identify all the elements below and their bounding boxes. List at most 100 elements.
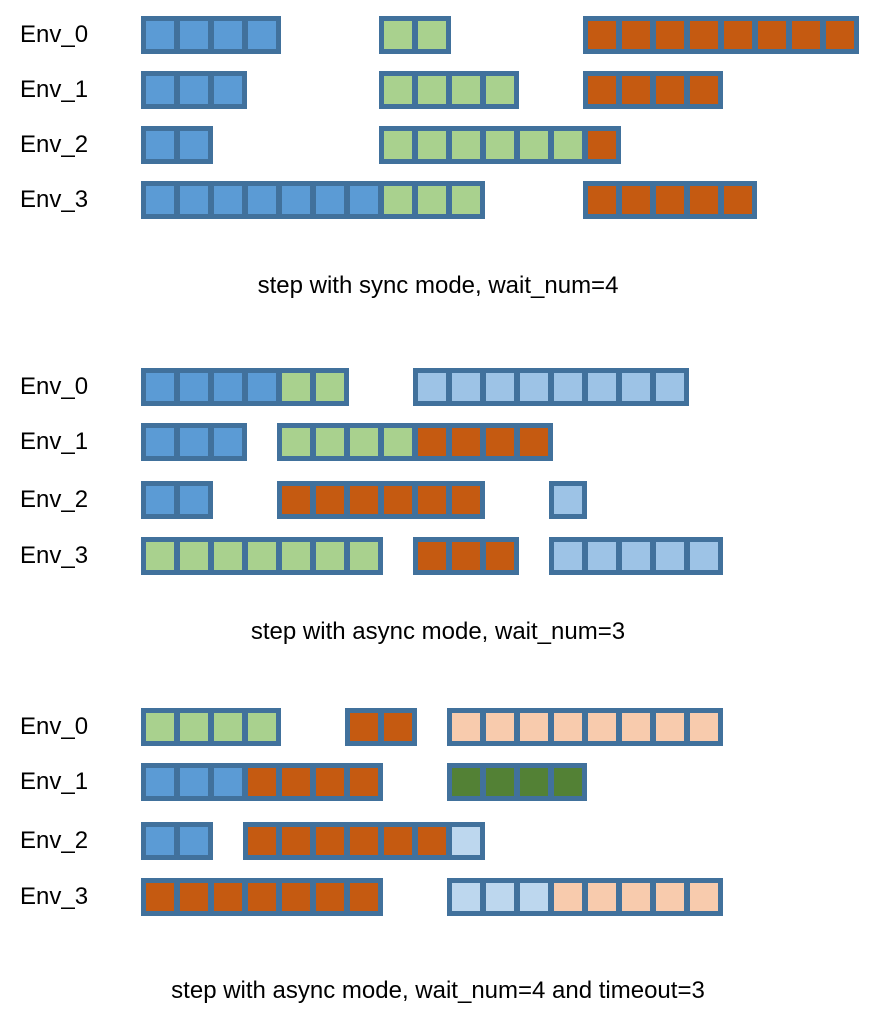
step-cell-paleblue — [452, 883, 480, 911]
step-cell-green — [486, 131, 514, 159]
step-bar — [447, 763, 587, 801]
step-cell-lightblue — [622, 373, 650, 401]
step-cell-paleblue — [520, 883, 548, 911]
env-label-env_2: Env_2 — [20, 486, 89, 513]
step-cell-orange — [588, 21, 616, 49]
step-cell-lightblue — [656, 373, 684, 401]
step-cell-peach — [656, 713, 684, 741]
step-bar — [549, 481, 587, 519]
step-cell-green — [248, 542, 276, 570]
step-cell-orange — [282, 768, 310, 796]
step-cell-orange — [724, 21, 752, 49]
step-bar — [141, 126, 213, 164]
step-bar — [141, 537, 383, 575]
step-bar — [141, 71, 247, 109]
step-cell-blue — [316, 186, 344, 214]
step-cell-orange — [384, 486, 412, 514]
step-cell-green — [520, 131, 548, 159]
env-label-env_0: Env_0 — [20, 21, 89, 48]
env-label-env_1: Env_1 — [20, 428, 89, 455]
step-cell-blue — [180, 827, 208, 855]
step-cell-green — [282, 373, 310, 401]
panel-caption: step with async mode, wait_num=3 — [250, 618, 626, 645]
step-cell-peach — [588, 883, 616, 911]
step-cell-peach — [622, 713, 650, 741]
step-cell-lightblue — [656, 542, 684, 570]
step-bar — [141, 16, 281, 54]
step-bar — [277, 481, 485, 519]
step-cell-orange — [792, 21, 820, 49]
step-cell-blue — [146, 76, 174, 104]
step-cell-orange — [588, 76, 616, 104]
step-cell-blue — [180, 186, 208, 214]
step-cell-green — [214, 713, 242, 741]
step-cell-peach — [588, 713, 616, 741]
step-bar — [379, 126, 621, 164]
env-label-env_2: Env_2 — [20, 131, 89, 158]
step-cell-green — [282, 542, 310, 570]
step-cell-green — [418, 21, 446, 49]
step-cell-blue — [214, 373, 242, 401]
step-cell-blue — [146, 186, 174, 214]
step-cell-green — [418, 76, 446, 104]
step-bar — [141, 368, 349, 406]
env-label-env_3: Env_3 — [20, 883, 89, 910]
step-bar — [413, 368, 689, 406]
step-cell-green — [418, 131, 446, 159]
step-bar — [549, 537, 723, 575]
step-bar — [243, 822, 485, 860]
step-cell-blue — [146, 21, 174, 49]
step-cell-orange — [282, 486, 310, 514]
step-cell-green — [316, 428, 344, 456]
step-cell-green — [418, 186, 446, 214]
env-label-env_0: Env_0 — [20, 373, 89, 400]
step-bar — [141, 423, 247, 461]
step-cell-peach — [690, 713, 718, 741]
step-cell-green — [452, 76, 480, 104]
env-label-env_1: Env_1 — [20, 768, 89, 795]
step-cell-blue — [350, 186, 378, 214]
step-bar — [583, 16, 859, 54]
step-cell-blue — [146, 428, 174, 456]
step-cell-orange — [146, 883, 174, 911]
step-cell-orange — [418, 486, 446, 514]
step-cell-orange — [724, 186, 752, 214]
step-cell-green — [316, 542, 344, 570]
step-cell-orange — [350, 768, 378, 796]
step-cell-green — [350, 428, 378, 456]
step-cell-orange — [316, 883, 344, 911]
step-cell-lightblue — [554, 542, 582, 570]
step-cell-lightblue — [554, 486, 582, 514]
env-label-env_0: Env_0 — [20, 713, 89, 740]
step-bar — [583, 71, 723, 109]
step-cell-blue — [214, 768, 242, 796]
step-bar — [141, 181, 485, 219]
step-cell-orange — [316, 486, 344, 514]
step-cell-lightblue — [554, 373, 582, 401]
step-cell-green — [452, 131, 480, 159]
step-cell-lightblue — [486, 373, 514, 401]
step-cell-peach — [554, 883, 582, 911]
step-cell-peach — [690, 883, 718, 911]
step-cell-lightblue — [622, 542, 650, 570]
step-cell-orange — [282, 827, 310, 855]
step-cell-lightblue — [588, 373, 616, 401]
step-cell-green — [452, 186, 480, 214]
step-cell-orange — [588, 186, 616, 214]
step-cell-lightblue — [588, 542, 616, 570]
step-cell-orange — [248, 883, 276, 911]
step-cell-green — [486, 76, 514, 104]
step-cell-darkgreen — [452, 768, 480, 796]
step-bar — [141, 708, 281, 746]
step-cell-blue — [214, 428, 242, 456]
step-cell-blue — [146, 373, 174, 401]
step-bar — [277, 423, 553, 461]
panel-caption: step with sync mode, wait_num=4 — [257, 272, 619, 299]
step-cell-orange — [384, 713, 412, 741]
step-cell-peach — [520, 713, 548, 741]
step-cell-blue — [180, 486, 208, 514]
step-bar — [447, 708, 723, 746]
env-label-env_1: Env_1 — [20, 76, 89, 103]
step-cell-orange — [214, 883, 242, 911]
step-cell-blue — [146, 131, 174, 159]
